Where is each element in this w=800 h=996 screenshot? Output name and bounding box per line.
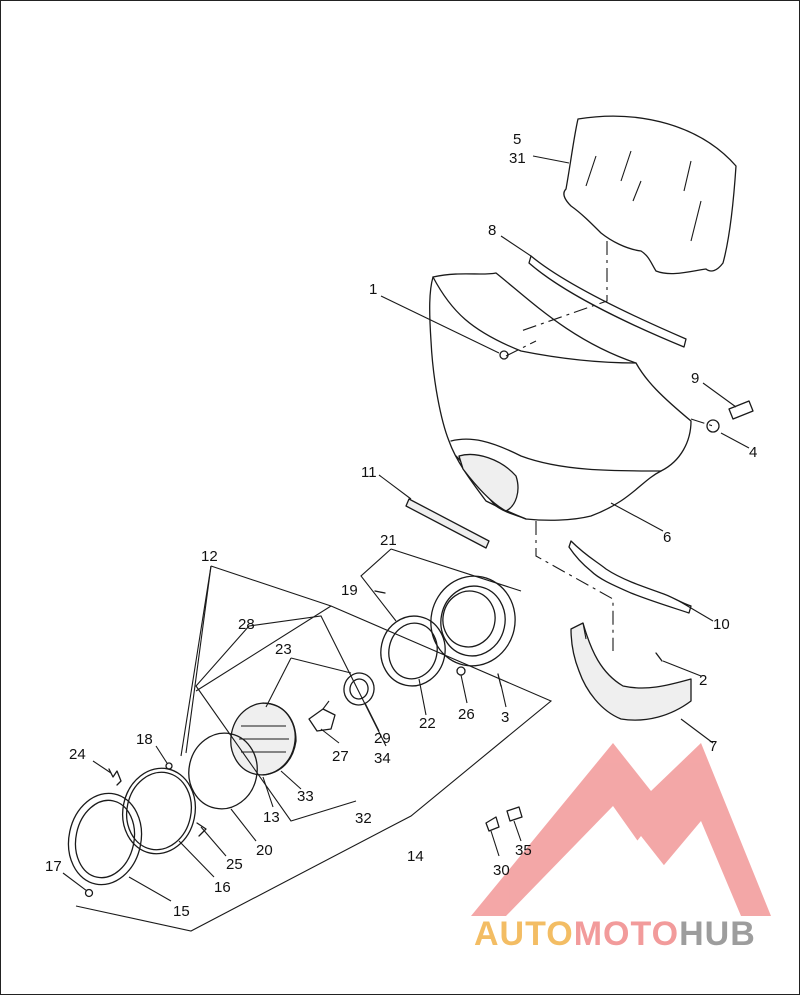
headlamp-bulb	[308, 700, 336, 732]
callout-28: 28	[238, 616, 255, 633]
callout-5: 5	[513, 131, 521, 148]
lower-mounting-bracket	[570, 622, 692, 721]
callout-27: 27	[332, 748, 349, 765]
callout-14: 14	[407, 848, 424, 865]
callout-24: 24	[69, 746, 86, 763]
callout-9: 9	[691, 370, 699, 387]
callout-17: 17	[45, 858, 62, 875]
callout-30: 30	[493, 862, 510, 879]
callout-29: 29	[374, 730, 391, 747]
windshield-trim-strip	[528, 255, 687, 348]
callout-21: 21	[380, 532, 397, 549]
adjustment-ring	[380, 615, 446, 687]
fairing-shell	[429, 272, 692, 521]
watermark-word-auto: AUTO	[474, 915, 574, 953]
callout-31: 31	[509, 150, 526, 167]
callout-16: 16	[214, 879, 231, 896]
bulb-socket-29	[343, 672, 375, 706]
windshield	[563, 115, 737, 275]
sealed-beam-headlamp	[230, 702, 297, 776]
callout-15: 15	[173, 903, 190, 920]
watermark-g-mark	[586, 836, 696, 906]
callout-23: 23	[275, 641, 292, 658]
callout-19: 19	[341, 582, 358, 599]
watermark-triangle-mark	[471, 743, 771, 916]
svg-text:AUTOMOTOHUB: AUTOMOTOHUB	[474, 915, 756, 953]
watermark-text: AUTOMOTOHUB	[474, 915, 756, 953]
callout-12: 12	[201, 548, 218, 565]
callout-34: 34	[374, 750, 391, 767]
callout-11: 11	[361, 464, 377, 481]
callout-35: 35	[515, 842, 532, 859]
callout-3: 3	[501, 709, 509, 726]
callout-1: 1	[369, 281, 377, 298]
outer-bezel	[67, 792, 143, 886]
callout-2: 2	[699, 672, 707, 689]
assembly-group-lines	[75, 548, 553, 932]
watermark-word-hub: HUB	[679, 915, 756, 953]
callout-33: 33	[297, 788, 314, 805]
callout-18: 18	[136, 731, 153, 748]
assembly-centerlines	[505, 241, 714, 651]
headlamp-mounting-housing	[430, 575, 516, 667]
watermark-logo	[471, 743, 771, 916]
callout-7: 7	[709, 738, 717, 755]
retaining-ring	[188, 732, 258, 810]
callout-4: 4	[749, 444, 757, 461]
callout-25: 25	[226, 856, 243, 873]
callout-10: 10	[713, 616, 730, 633]
callout-leaders	[62, 155, 750, 902]
callout-20: 20	[256, 842, 273, 859]
callout-32: 32	[355, 810, 372, 827]
callout-6: 6	[663, 529, 671, 546]
callout-13: 13	[263, 809, 280, 826]
fairing-seal-strip	[405, 498, 490, 549]
callout-22: 22	[419, 715, 436, 732]
small-hardware	[84, 350, 754, 898]
callout-labels: 5 31 8 1 9 4 11 6 21 12 19 10 28 23 2 22…	[45, 131, 757, 920]
callout-26: 26	[458, 706, 475, 723]
callout-8: 8	[488, 222, 496, 239]
support-bracket	[568, 540, 692, 614]
watermark-word-moto: MOTO	[574, 915, 679, 953]
